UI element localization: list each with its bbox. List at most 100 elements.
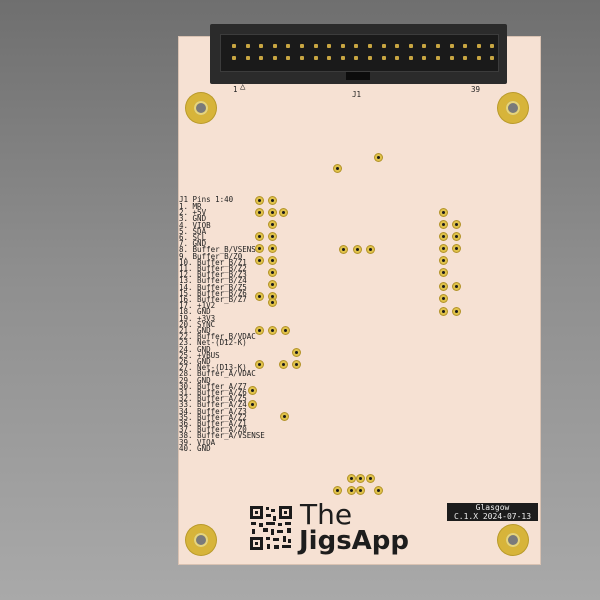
pin-list-item: 26. GND	[179, 357, 211, 366]
pad	[440, 257, 447, 264]
pin-list-item: 4. VIOB	[179, 220, 211, 230]
pin-list-item: 40. GND	[179, 443, 211, 453]
pin-list-item: 21. GND	[179, 326, 211, 335]
pad	[249, 387, 256, 394]
connector-pin	[313, 56, 318, 60]
connector-pin	[327, 44, 332, 48]
connector-pin	[354, 56, 359, 60]
pad	[440, 295, 447, 302]
pin-list-item: 36. Buffer_A/Z1	[179, 419, 247, 428]
pin-list-item: 28. Buffer_A/VDAC	[179, 369, 256, 379]
pad	[334, 487, 341, 494]
pad	[440, 269, 447, 276]
pad	[256, 327, 263, 334]
connector-pin	[408, 56, 413, 60]
pad	[269, 221, 276, 228]
pin-list-item: 7. GND	[179, 239, 207, 249]
pin-list-item: 37. Buffer_A/Z0	[179, 425, 247, 435]
pad	[269, 257, 276, 264]
pin-list-item: 9. Buffer_B/Z0	[179, 251, 243, 261]
pad	[269, 209, 276, 216]
pin1-label: 1	[233, 85, 238, 94]
board-label-name: Glasgow	[475, 503, 510, 512]
pad	[280, 209, 287, 216]
pad	[453, 221, 460, 228]
connector-pin	[272, 44, 277, 48]
pad	[281, 413, 288, 420]
pad	[269, 245, 276, 252]
pad	[256, 209, 263, 216]
connector-pin	[232, 56, 236, 60]
pin-list-item: 10. Buffer_B/Z1	[179, 257, 247, 267]
connector-pin	[368, 56, 372, 60]
connector-pin	[272, 56, 277, 60]
connector-pin	[259, 56, 264, 60]
pin-list-item: 22. Buffer_B/VDAC	[179, 332, 256, 342]
pad	[269, 299, 276, 306]
connector-pin	[476, 44, 481, 48]
pad	[453, 245, 460, 252]
pad	[367, 246, 374, 253]
connector-pin	[422, 56, 427, 60]
pin-list-item: 32. Buffer_A/Z5	[179, 394, 247, 404]
pad	[256, 293, 263, 300]
pad	[453, 283, 460, 290]
connector-pin	[490, 56, 495, 60]
pad	[375, 154, 382, 161]
connector-pin	[395, 44, 400, 48]
logo-text-jigsapp: JigsApp	[299, 526, 410, 556]
pad	[375, 487, 382, 494]
pad	[440, 283, 447, 290]
pad	[249, 401, 256, 408]
pad	[440, 245, 447, 252]
pad	[334, 165, 341, 172]
connector-pin	[286, 44, 291, 48]
pin-list-item: 14. Buffer_B/Z5	[179, 282, 247, 292]
connector-pin	[340, 56, 345, 60]
pin-list-item: 25. +VBUS	[179, 350, 220, 360]
pad	[256, 197, 263, 204]
connector-pin	[395, 56, 400, 60]
pin-list-item: 13. Buffer_B/Z4	[179, 276, 247, 286]
pad	[440, 233, 447, 240]
pad	[256, 245, 263, 252]
pad	[357, 475, 364, 482]
connector-pin	[476, 56, 481, 60]
connector-pin	[490, 44, 495, 48]
connector-pin	[259, 44, 264, 48]
connector-body	[220, 34, 499, 72]
pin-list-item: 19. +3V3	[179, 313, 216, 323]
pad	[256, 361, 263, 368]
pad	[280, 361, 287, 368]
connector-pin	[422, 44, 427, 48]
pad	[269, 269, 276, 276]
board-label: Glasgow C.1.X 2024-07-13	[447, 503, 538, 521]
pin-list-item: 16. Buffer_B/Z7	[179, 295, 247, 304]
connector-pin	[449, 44, 454, 48]
pad	[440, 308, 447, 315]
pin-list-item: 38. Buffer_A/VSENSE	[179, 431, 265, 441]
connector-pin	[313, 44, 318, 48]
pin-list-item: 15. Buffer_B/Z6	[179, 288, 247, 298]
connector-pin	[381, 44, 386, 48]
connector-pin	[245, 56, 250, 60]
pin-list-item: 5. SDA	[179, 226, 207, 236]
pad	[367, 475, 374, 482]
pin-list-item: 12. Buffer_B/Z3	[179, 270, 247, 280]
connector-pin	[436, 56, 440, 60]
connector-pin	[449, 56, 454, 60]
mounting-hole-top-left	[186, 93, 216, 123]
pin-list-item: 8. Buffer_B/VSENSE	[179, 245, 261, 255]
pin39-label: 39	[471, 85, 481, 94]
pin-list-item: 17. +1V2	[179, 301, 216, 311]
pad	[269, 327, 276, 334]
pad	[256, 257, 263, 264]
connector-pin	[436, 44, 440, 48]
pin-list-item: 39. VIOA	[179, 437, 216, 447]
connector-pin	[408, 44, 413, 48]
connector-pin	[245, 44, 250, 48]
pad	[440, 221, 447, 228]
pin-list-item: 1. MR	[179, 202, 202, 211]
connector-pin	[300, 44, 304, 48]
